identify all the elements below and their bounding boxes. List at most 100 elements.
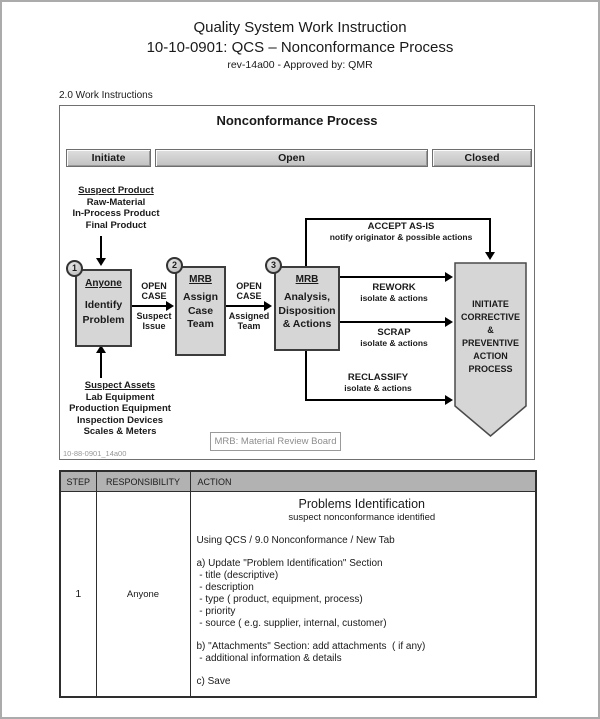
action-line: - additional information & details bbox=[196, 653, 342, 664]
column-header-responsibility: RESPONSIBILITY bbox=[95, 470, 191, 492]
transition2-label-top: OPEN CASE bbox=[236, 281, 262, 301]
suspect-product-item: In-Process Product bbox=[72, 208, 160, 219]
action-line: - description bbox=[196, 582, 254, 593]
suspect-product-item: Raw-Material bbox=[86, 196, 146, 208]
transition2-label-bottom: Assigned Team bbox=[228, 311, 270, 331]
arrowhead-up-icon bbox=[96, 345, 106, 353]
terminal-line: PREVENTIVE bbox=[461, 338, 519, 348]
box3-actor: MRB bbox=[295, 274, 319, 285]
action-line: c) Save bbox=[196, 676, 231, 687]
terminal-line: & bbox=[487, 325, 494, 335]
column-header-step: STEP bbox=[59, 470, 97, 492]
arrowhead-right-icon bbox=[445, 395, 453, 405]
action-title: Problems Identification bbox=[298, 497, 425, 511]
arrowhead-down-icon bbox=[485, 252, 495, 260]
box2-line: Assign bbox=[182, 291, 218, 303]
suspect-assets-item: Lab Equipment bbox=[85, 391, 155, 403]
accept-path-across bbox=[305, 218, 491, 220]
box3-line: & Actions bbox=[282, 318, 332, 330]
reclassify-main: RECLASSIFY bbox=[347, 372, 409, 383]
accept-sub: notify originator & possible actions bbox=[329, 232, 473, 242]
rework-sub: isolate & actions bbox=[360, 293, 428, 303]
flowchart-doc-code: 10-88-0901_14a00 bbox=[63, 449, 127, 458]
document-revision: rev-14a00 - Approved by: QMR bbox=[227, 59, 373, 71]
arrowhead-right-icon bbox=[264, 301, 272, 311]
box2-line: Team bbox=[187, 318, 214, 330]
process-box-assign-case-team: MRB Assign Case Team bbox=[175, 266, 226, 356]
action-line: b) "Attachments" Section: add attachment… bbox=[196, 641, 426, 652]
suspect-assets-item: Scales & Meters bbox=[83, 426, 157, 437]
box3-line: Disposition bbox=[278, 304, 336, 317]
transition1-label-bottom: Suspect Issue bbox=[136, 311, 172, 331]
arrow-open-case-1 bbox=[132, 305, 168, 307]
reclassify-arrow bbox=[305, 399, 445, 401]
column-header-action: ACTION bbox=[189, 470, 537, 492]
table-header-row: STEP RESPONSIBILITY ACTION bbox=[59, 470, 537, 492]
arrowhead-right-icon bbox=[166, 301, 174, 311]
step-badge-2: 2 bbox=[166, 257, 183, 274]
terminal-line: PROCESS bbox=[468, 364, 513, 374]
scrap-arrow bbox=[340, 321, 445, 323]
suspect-assets-block: Suspect Assets Lab Equipment Production … bbox=[60, 380, 180, 438]
nonconformance-flowchart: Nonconformance Process Initiate Open Clo… bbox=[59, 105, 535, 460]
responsibility-cell: Anyone bbox=[95, 491, 191, 698]
box1-line: Problem bbox=[82, 314, 125, 326]
suspect-assets-item: Inspection Devices bbox=[76, 414, 164, 426]
box1-actor: Anyone bbox=[85, 278, 122, 289]
step-badge-3: 3 bbox=[265, 257, 282, 274]
box2-actor: MRB bbox=[189, 274, 212, 285]
rework-main: REWORK bbox=[372, 282, 416, 293]
phase-bar-closed: Closed bbox=[432, 149, 532, 167]
arrow-suspect-assets bbox=[100, 352, 102, 378]
arrowhead-right-icon bbox=[445, 272, 453, 282]
mrb-legend: MRB: Material Review Board bbox=[210, 432, 341, 451]
box3-line: Analysis, bbox=[283, 291, 331, 303]
accept-main: ACCEPT AS-IS bbox=[367, 221, 435, 232]
action-line: - type ( product, equipment, process) bbox=[196, 594, 363, 605]
process-box-identify-problem: Anyone Identify Problem bbox=[75, 269, 132, 347]
suspect-assets-item: Production Equipment bbox=[69, 403, 171, 414]
section-label: 2.0 Work Instructions bbox=[59, 90, 153, 101]
scrap-label: SCRAP isolate & actions bbox=[342, 327, 446, 349]
table-row: 1 Anyone Problems Identification suspect… bbox=[59, 491, 537, 698]
action-line: - title (descriptive) bbox=[196, 570, 279, 581]
suspect-product-item: Final Product bbox=[85, 219, 147, 231]
capa-pentagon-shape bbox=[454, 262, 527, 437]
process-box-analysis-disposition: MRB Analysis, Disposition & Actions bbox=[274, 266, 340, 351]
capa-terminal-text: INITIATE CORRECTIVE & PREVENTIVE ACTION … bbox=[454, 298, 527, 376]
terminal-line: INITIATE bbox=[472, 299, 509, 309]
suspect-product-block: Suspect Product Raw-Material In-Process … bbox=[60, 185, 172, 231]
rework-arrow bbox=[340, 276, 445, 278]
suspect-assets-title: Suspect Assets bbox=[84, 380, 156, 391]
accept-path-down bbox=[489, 218, 491, 252]
scrap-main: SCRAP bbox=[377, 327, 411, 338]
phase-bar-initiate: Initiate bbox=[66, 149, 151, 167]
action-line: - priority bbox=[196, 606, 236, 617]
phase-bar-open: Open bbox=[155, 149, 428, 167]
suspect-product-title: Suspect Product bbox=[78, 185, 154, 196]
document-subtitle: 10-10-0901: QCS – Nonconformance Process bbox=[146, 39, 454, 56]
transition1-label-top: OPEN CASE bbox=[141, 281, 167, 301]
reclassify-label: RECLASSIFY isolate & actions bbox=[313, 372, 443, 394]
terminal-line: CORRECTIVE bbox=[460, 312, 520, 322]
box2-line: Case bbox=[187, 304, 214, 317]
box1-line: Identify bbox=[84, 299, 123, 311]
reclassify-path-down bbox=[305, 351, 307, 401]
arrowhead-down-icon bbox=[96, 258, 106, 266]
action-line: a) Update "Problem Identification" Secti… bbox=[196, 558, 383, 569]
action-cell: Problems Identification suspect nonconfo… bbox=[189, 491, 537, 698]
action-subtitle: suspect nonconformance identified bbox=[288, 512, 436, 523]
action-line: - source ( e.g. supplier, internal, cust… bbox=[196, 618, 387, 629]
accept-as-is-label: ACCEPT AS-IS notify originator & possibl… bbox=[313, 221, 489, 243]
rework-label: REWORK isolate & actions bbox=[342, 282, 446, 304]
document-title: Quality System Work Instruction bbox=[193, 19, 407, 36]
step-number-cell: 1 bbox=[59, 491, 97, 698]
work-instruction-table: STEP RESPONSIBILITY ACTION 1 Anyone Prob… bbox=[59, 470, 537, 698]
reclassify-sub: isolate & actions bbox=[344, 383, 412, 393]
arrow-suspect-product bbox=[100, 236, 102, 262]
document-header: Quality System Work Instruction 10-10-09… bbox=[2, 18, 598, 73]
terminal-line: ACTION bbox=[473, 351, 508, 361]
arrow-open-case-2 bbox=[226, 305, 264, 307]
arrowhead-right-icon bbox=[445, 317, 453, 327]
